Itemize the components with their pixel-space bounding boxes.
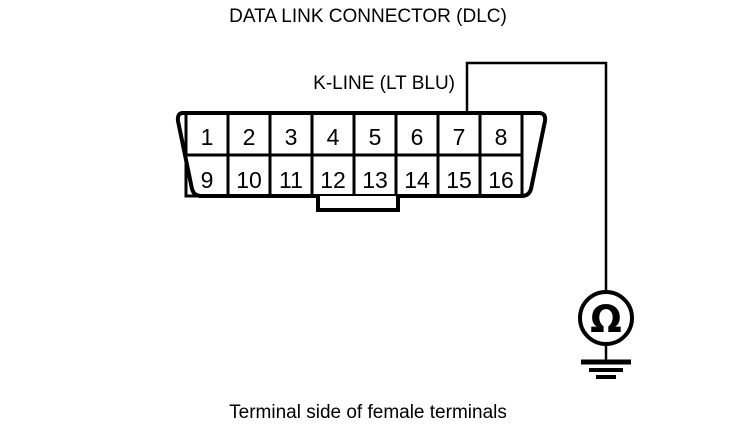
pin-label-4: 4	[327, 124, 340, 150]
pin-label-3: 3	[285, 124, 298, 150]
bottom-row-pin-numbers: 9 10 11 12 13 14 15 16	[201, 167, 514, 193]
pin-label-1: 1	[201, 124, 214, 150]
pin-label-11: 11	[279, 167, 303, 193]
keying-tab	[316, 196, 400, 212]
ground-icon	[581, 342, 631, 379]
diagram-title: DATA LINK CONNECTOR (DLC)	[229, 6, 507, 27]
pin-label-7: 7	[453, 124, 466, 150]
omega-symbol: Ω	[590, 298, 621, 341]
top-row-pin-numbers: 1 2 3 4 5 6 7 8	[201, 124, 508, 150]
k-line-wire-label: K-LINE (LT BLU)	[313, 73, 455, 94]
pin-label-14: 14	[404, 167, 430, 193]
diagram-caption: Terminal side of female terminals	[229, 402, 507, 423]
pin-label-9: 9	[201, 167, 214, 193]
pin-label-15: 15	[446, 167, 472, 193]
ohmmeter-icon: Ω	[578, 290, 634, 346]
pin-label-16: 16	[488, 167, 514, 193]
pin-label-5: 5	[369, 124, 382, 150]
test-lead-wire	[465, 61, 608, 295]
pin-label-2: 2	[243, 124, 256, 150]
pin-label-6: 6	[411, 124, 424, 150]
pin-label-10: 10	[236, 167, 262, 193]
pin-grid	[184, 111, 524, 198]
pin-label-8: 8	[495, 124, 508, 150]
pin-label-13: 13	[362, 167, 388, 193]
pin-label-12: 12	[320, 167, 346, 193]
